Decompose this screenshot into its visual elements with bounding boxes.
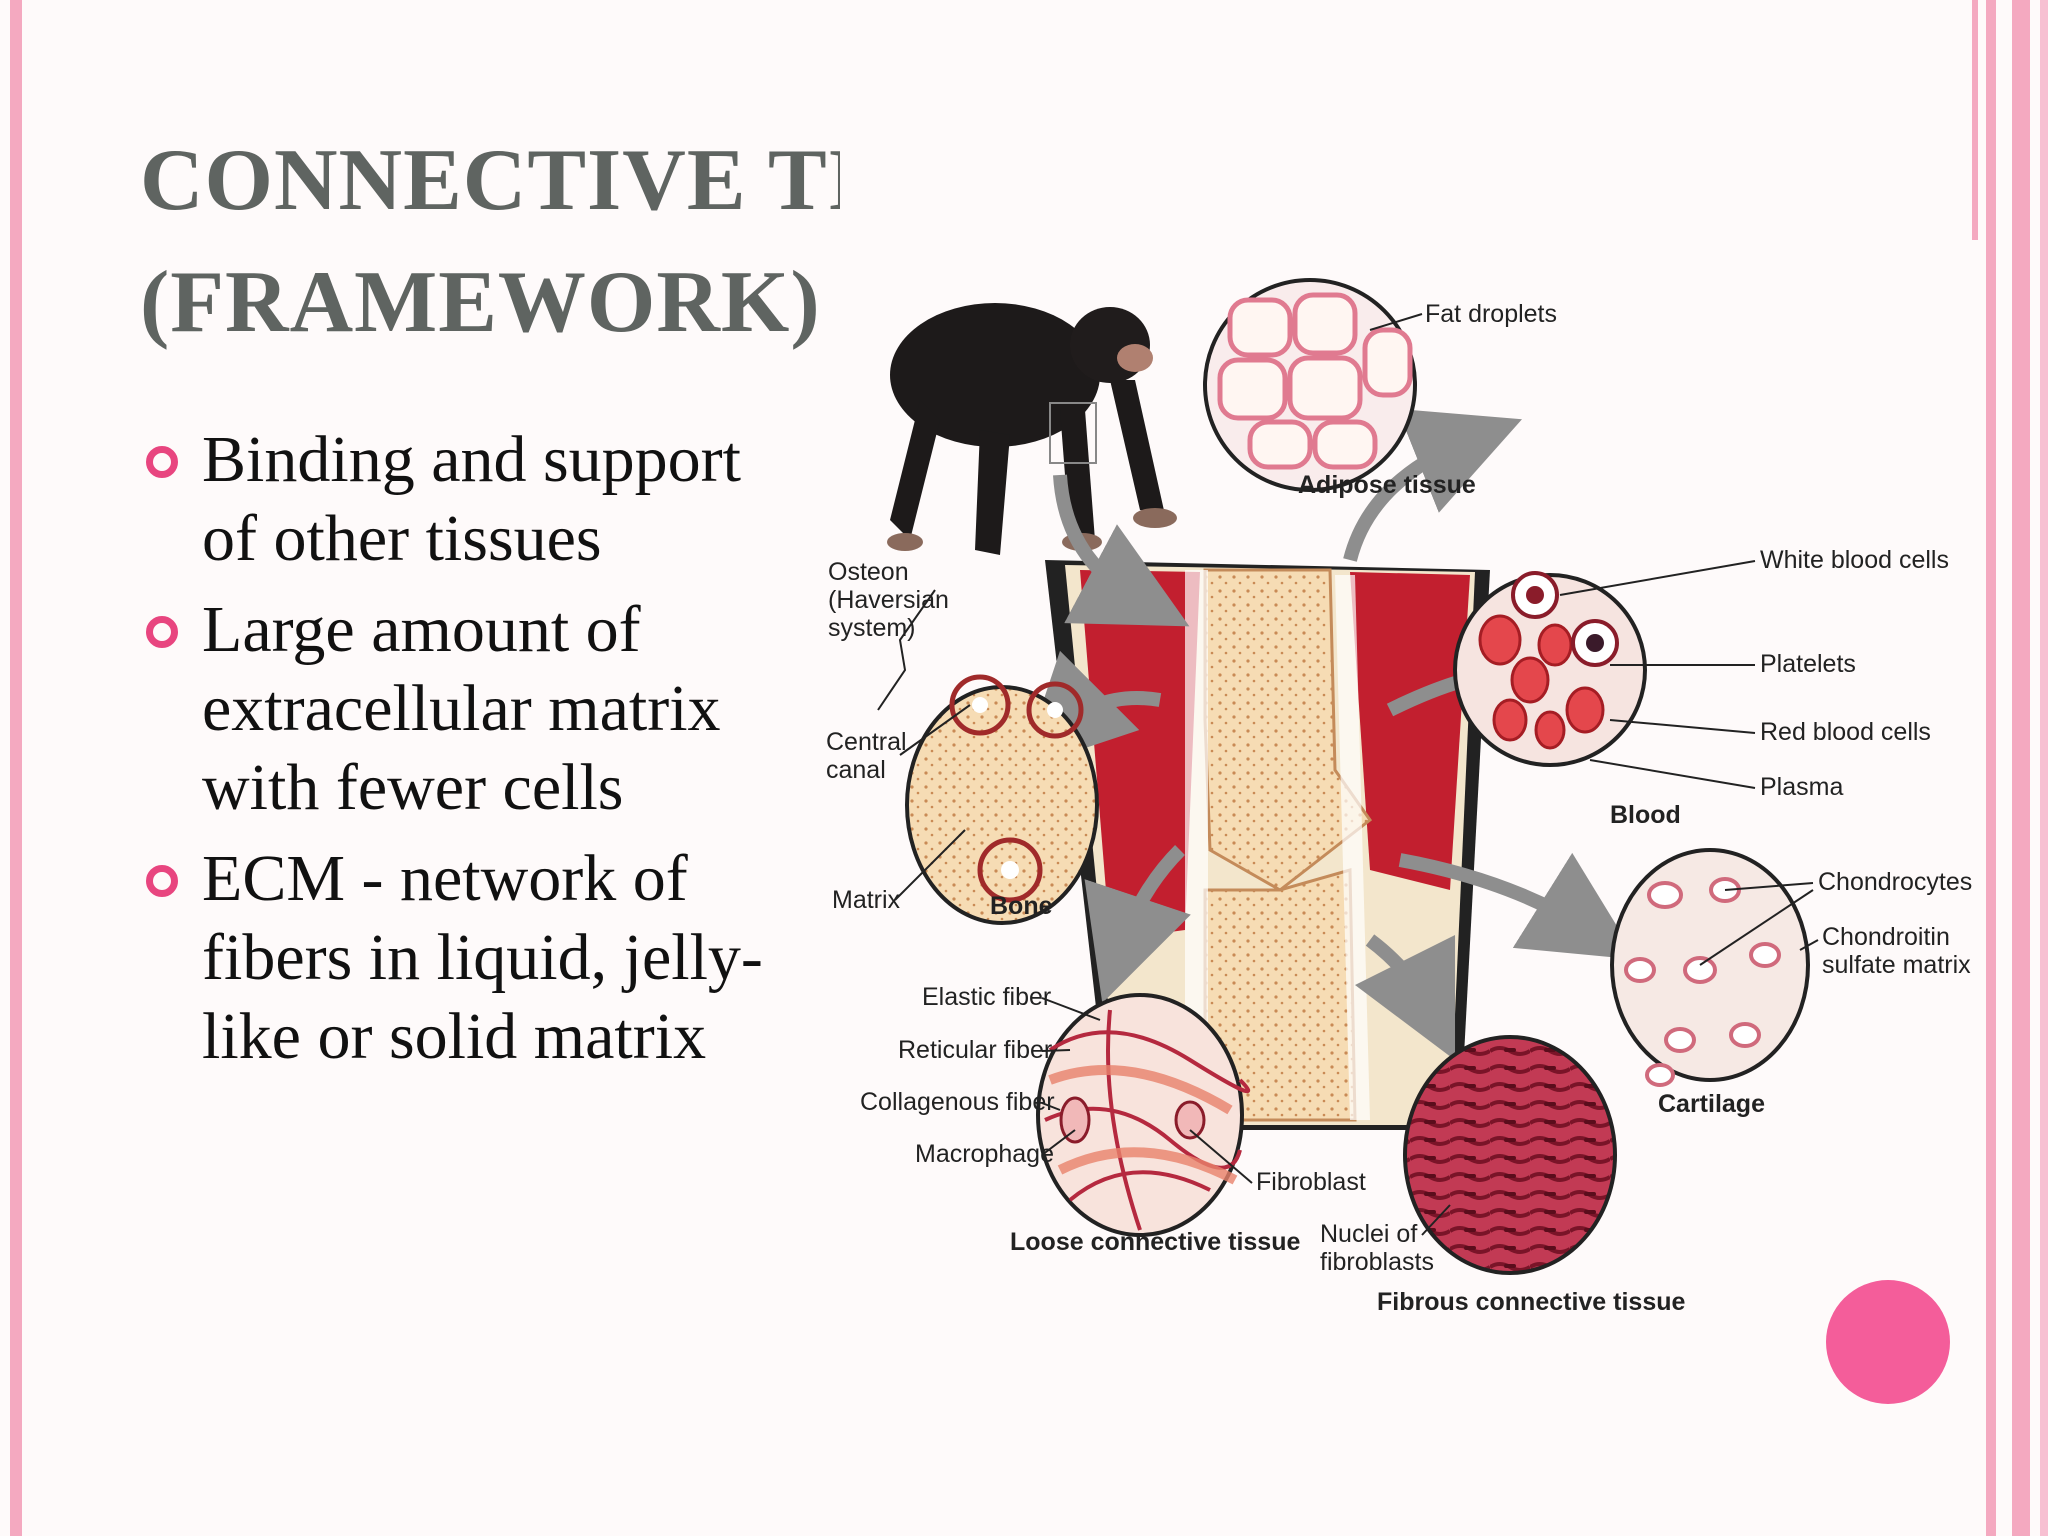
matrix-label: Matrix — [832, 886, 901, 914]
bullet-list: Binding and support of other tissues Lar… — [140, 420, 790, 1088]
central-canal-label-1: Central — [826, 728, 907, 756]
title-line-1: CONNECTIVE TISSUE — [140, 132, 840, 229]
plasma-label: Plasma — [1760, 773, 1843, 801]
fat-droplets-label: Fat droplets — [1425, 300, 1557, 328]
right-stripe — [1986, 0, 1996, 1536]
red-blood-cells-label: Red blood cells — [1760, 718, 1931, 746]
adipose-tissue-circle — [1203, 278, 1417, 492]
title-line-2: (FRAMEWORK) — [140, 254, 821, 351]
platelets-label: Platelets — [1760, 650, 1856, 678]
loose-connective-tissue-circle — [1036, 993, 1251, 1237]
right-stripe — [2012, 0, 2030, 1536]
ring-bullet-icon — [146, 865, 178, 897]
adipose-tissue-title: Adipose tissue — [1298, 471, 1476, 499]
chimpanzee-illustration — [887, 303, 1177, 555]
osteon-label-1: Osteon — [828, 558, 909, 586]
fibrous-connective-tissue-circle — [1403, 1035, 1617, 1275]
white-blood-cells-label: White blood cells — [1760, 546, 1949, 574]
cartilage-title: Cartilage — [1658, 1090, 1765, 1118]
collagenous-fiber-label: Collagenous fiber — [860, 1088, 1055, 1116]
blood-title: Blood — [1610, 801, 1681, 829]
fibrous-connective-tissue-title: Fibrous connective tissue — [1377, 1288, 1686, 1316]
fibroblast-label: Fibroblast — [1256, 1168, 1366, 1196]
elastic-fiber-label: Elastic fiber — [922, 983, 1051, 1011]
bullet-text: Large amount of extracellular matrix wit… — [202, 593, 721, 824]
bone-circle — [905, 674, 1099, 925]
nuclei-label-1: Nuclei of — [1320, 1220, 1417, 1248]
blood-leaders — [1559, 560, 1756, 789]
chondrocytes-label: Chondrocytes — [1818, 868, 1972, 896]
connective-tissue-figure: Fat droplets Adipose tissue Wh — [810, 250, 1985, 1340]
reticular-fiber-label: Reticular fiber — [898, 1036, 1052, 1064]
chondroitin-label-1: Chondroitin — [1822, 923, 1950, 951]
ring-bullet-icon — [146, 446, 178, 478]
blood-circle — [1453, 571, 1647, 767]
bullet-item: Binding and support of other tissues — [140, 420, 790, 578]
bone-leaders — [877, 589, 971, 901]
figure-svg: Fat droplets Adipose tissue Wh — [826, 278, 1972, 1316]
cartilage-circle — [1610, 848, 1810, 1087]
right-stripe — [1972, 0, 1978, 240]
ring-bullet-icon — [146, 616, 178, 648]
bullet-item: Large amount of extracellular matrix wit… — [140, 590, 790, 827]
slide-title: CONNECTIVE TISSUE (FRAMEWORK) — [140, 120, 840, 364]
loose-connective-tissue-title: Loose connective tissue — [1010, 1228, 1300, 1256]
bullet-text: ECM - network of fibers in liquid, jelly… — [202, 842, 763, 1073]
bullet-item: ECM - network of fibers in liquid, jelly… — [140, 839, 790, 1076]
decorative-circle — [1826, 1280, 1950, 1404]
left-border — [10, 0, 22, 1536]
cartilage-leaders — [1699, 882, 1819, 966]
right-stripe — [2040, 0, 2048, 1536]
chondroitin-label-2: sulfate matrix — [1822, 951, 1971, 979]
osteon-label-2: (Haversian — [828, 586, 949, 614]
macrophage-label: Macrophage — [915, 1140, 1054, 1168]
nuclei-label-2: fibroblasts — [1320, 1248, 1434, 1276]
bone-title: Bone — [990, 892, 1053, 920]
bullet-text: Binding and support of other tissues — [202, 423, 741, 575]
central-canal-label-2: canal — [826, 756, 886, 784]
loose-leaders — [1041, 997, 1253, 1184]
